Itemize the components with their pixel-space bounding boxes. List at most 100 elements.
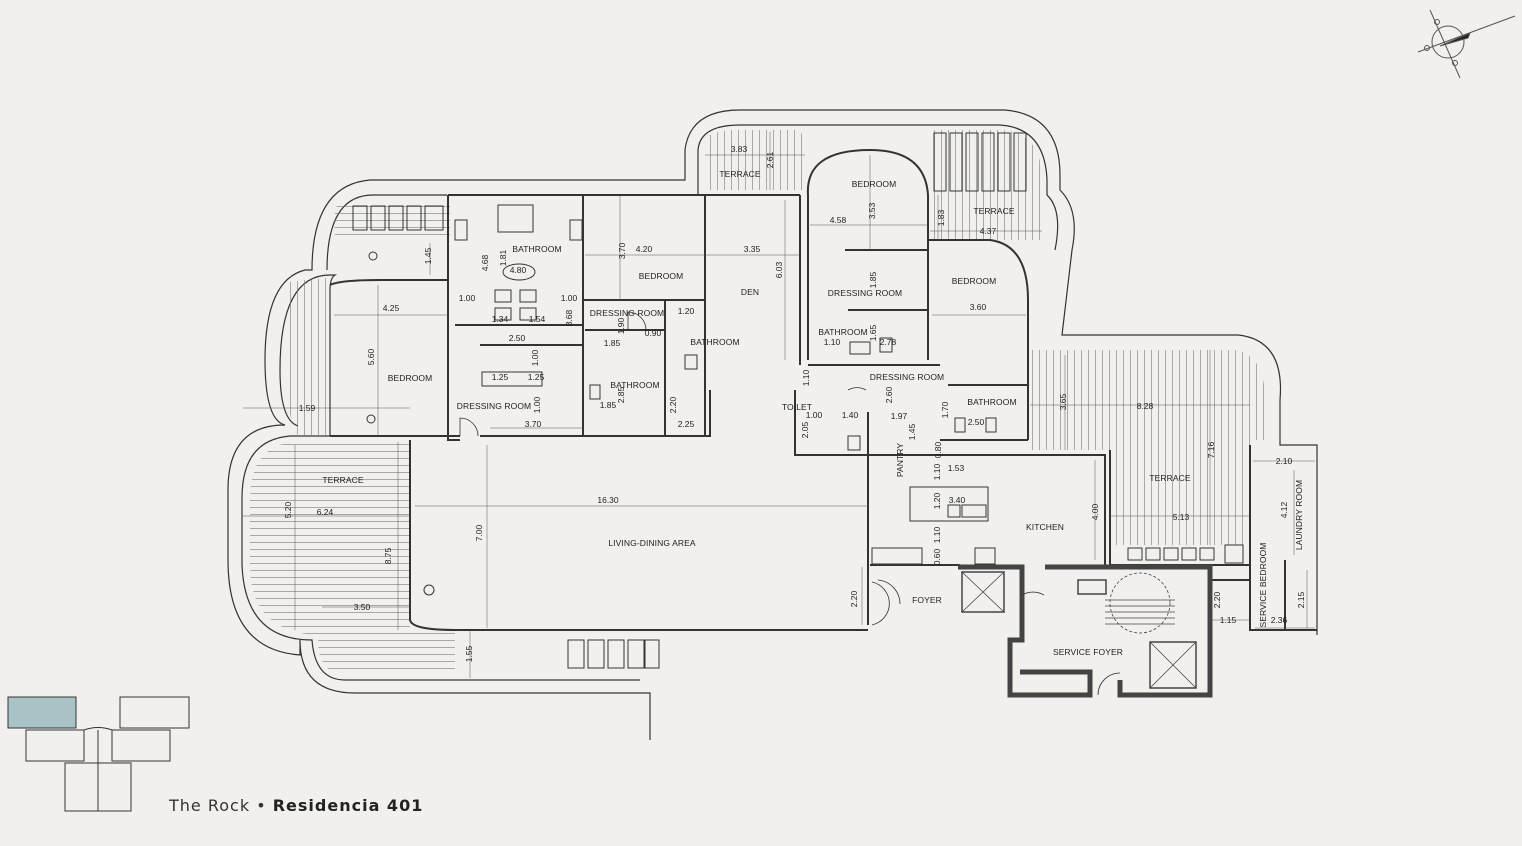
dim-label: 1.59 xyxy=(299,403,316,413)
dim-label: 1.90 xyxy=(616,317,626,334)
title-separator: • xyxy=(256,796,267,815)
dim-label: 4.20 xyxy=(636,244,653,254)
dim-label: 1.55 xyxy=(464,645,474,662)
dim-label: 2.50 xyxy=(509,333,526,343)
dim-label: 1.45 xyxy=(423,247,433,264)
dimension-labels: 3.83 2.61 4.58 3.53 1.83 4.37 4.20 3.35 … xyxy=(283,144,1306,662)
dim-label: 2.20 xyxy=(1212,591,1222,608)
room-label-bathroom-3: BATHROOM xyxy=(818,327,867,337)
room-label-service-foyer: SERVICE FOYER xyxy=(1053,647,1123,657)
dim-label: 8.68 xyxy=(564,309,574,326)
room-label-bathroom-master: BATHROOM xyxy=(512,244,561,254)
dim-label: 4.58 xyxy=(830,215,847,225)
dim-label: 1.00 xyxy=(806,410,823,420)
room-label-bedroom-master: BEDROOM xyxy=(388,373,433,383)
room-label-bedroom-1: BEDROOM xyxy=(639,271,684,281)
dim-label: 8.28 xyxy=(1137,401,1154,411)
dim-label: 2.36 xyxy=(1271,615,1288,625)
dim-label: 1.54 xyxy=(529,314,546,324)
dim-label: 7.16 xyxy=(1206,441,1216,458)
dim-label: 2.85 xyxy=(616,386,626,403)
dim-label: 4.25 xyxy=(383,303,400,313)
dim-label: 1.83 xyxy=(936,209,946,226)
dim-label: 6.24 xyxy=(317,507,334,517)
dim-label: 1.10 xyxy=(801,369,811,386)
dim-label: 8.75 xyxy=(383,547,393,564)
room-label-toilet: TOILET xyxy=(782,402,812,412)
dim-label: 3.70 xyxy=(617,242,627,259)
dim-label: 5.13 xyxy=(1173,512,1190,522)
dim-label: 1.25 xyxy=(492,372,509,382)
dim-label: 1.45 xyxy=(907,423,917,440)
dim-label: 2.61 xyxy=(765,151,775,168)
dim-label: 1.85 xyxy=(600,400,617,410)
room-labels: BATHROOM BEDROOM DEN BEDROOM TERRACE TER… xyxy=(322,169,1304,657)
dim-label: 2.20 xyxy=(849,590,859,607)
room-label-pantry: PANTRY xyxy=(895,443,905,478)
dim-label: 1.70 xyxy=(940,401,950,418)
dim-label: 4.37 xyxy=(980,226,997,236)
room-label-kitchen: KITCHEN xyxy=(1026,522,1064,532)
dim-label: 0.80 xyxy=(933,441,943,458)
room-label-service-bedroom: SERVICE BEDROOM xyxy=(1258,543,1268,628)
cores xyxy=(958,564,1213,698)
dim-label: 4.68 xyxy=(480,254,490,271)
room-label-terrace-right: TERRACE xyxy=(1149,473,1191,483)
dim-label: 0.60 xyxy=(932,548,942,565)
doors xyxy=(459,311,1121,696)
dim-label: 16.30 xyxy=(597,495,619,505)
dim-label: 2.10 xyxy=(1276,456,1293,466)
dim-label: 2.60 xyxy=(884,386,894,403)
room-label-terrace-top-right: TERRACE xyxy=(973,206,1015,216)
dim-label: 1.20 xyxy=(678,306,695,316)
room-label-laundry: LAUNDRY ROOM xyxy=(1294,480,1304,550)
dim-label: 3.83 xyxy=(731,144,748,154)
keyplan-highlighted-unit xyxy=(7,696,77,729)
dim-label: 4.00 xyxy=(1090,503,1100,520)
room-label-terrace-left: TERRACE xyxy=(322,475,364,485)
dim-label: 3.70 xyxy=(525,419,542,429)
project-name: The Rock xyxy=(169,796,251,815)
dim-label: 1.00 xyxy=(561,293,578,303)
dim-label: 7.00 xyxy=(474,524,484,541)
dim-label: 2.78 xyxy=(880,337,897,347)
dim-label: 6.03 xyxy=(774,261,784,278)
dim-label: 0.90 xyxy=(645,328,662,338)
dim-label: 1.10 xyxy=(932,526,942,543)
dim-label: 5.60 xyxy=(366,348,376,365)
room-label-bedroom-3: BEDROOM xyxy=(952,276,997,286)
dim-label: 1.65 xyxy=(868,324,878,341)
dim-label: 1.81 xyxy=(498,249,508,266)
dim-label: 5.20 xyxy=(283,501,293,518)
room-label-bedroom-2: BEDROOM xyxy=(852,179,897,189)
dim-label: 1.34 xyxy=(492,314,509,324)
dim-label: 1.53 xyxy=(948,463,965,473)
room-label-dressing-master: DRESSING ROOM xyxy=(457,401,532,411)
room-label-dressing-1: DRESSING ROOM xyxy=(590,308,665,318)
dim-label: 1.20 xyxy=(932,492,942,509)
dim-label: 1.00 xyxy=(459,293,476,303)
room-label-bathroom-4: BATHROOM xyxy=(610,380,659,390)
dim-label: 1.00 xyxy=(532,396,542,413)
dim-label: 2.20 xyxy=(668,396,678,413)
room-label-terrace-top: TERRACE xyxy=(719,169,761,179)
room-label-dressing-2: DRESSING ROOM xyxy=(828,288,903,298)
interior-walls xyxy=(329,148,1317,631)
dim-label: 4.12 xyxy=(1279,501,1289,518)
page-title: The Rock • Residencia 401 xyxy=(169,796,423,815)
dim-label: 2.05 xyxy=(800,421,810,438)
fixtures xyxy=(366,204,1244,596)
dim-label: 1.40 xyxy=(842,410,859,420)
dim-label: 4.80 xyxy=(510,265,527,275)
terrace-hatches xyxy=(250,130,1265,675)
dim-label: 1.85 xyxy=(868,271,878,288)
dimension-lines xyxy=(243,132,1315,678)
unit-name: Residencia 401 xyxy=(272,796,424,815)
dim-label: 3.65 xyxy=(1058,393,1068,410)
room-label-dressing-3: DRESSING ROOM xyxy=(870,372,945,382)
room-label-den: DEN xyxy=(741,287,759,297)
dim-label: 2.50 xyxy=(968,417,985,427)
room-label-living: LIVING-DINING AREA xyxy=(608,538,696,548)
dim-label: 3.35 xyxy=(744,244,761,254)
